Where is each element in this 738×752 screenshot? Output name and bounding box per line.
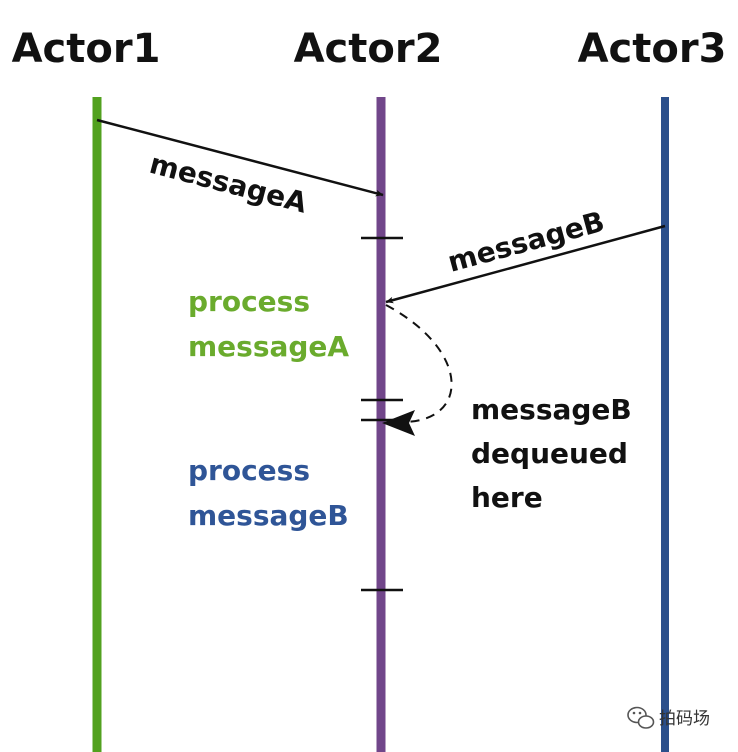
actor2-title: Actor2 <box>294 26 443 72</box>
process-b-line1: process <box>188 454 310 487</box>
message-a-label: messageA <box>146 147 311 220</box>
message-b-arrow <box>385 224 666 304</box>
dequeued-note-line3: here <box>471 481 543 514</box>
dequeued-note-line2: dequeued <box>471 437 628 470</box>
wechat-icon <box>627 706 655 729</box>
process-a-line1: process <box>188 285 310 318</box>
message-b-label: messageB <box>444 205 608 279</box>
actor3-title: Actor3 <box>578 26 727 72</box>
process-b-line2: messageB <box>188 499 349 532</box>
watermark: 拍码场 <box>627 706 710 729</box>
actor1-title: Actor1 <box>12 26 161 72</box>
process-a-line2: messageA <box>188 330 349 363</box>
message-a-arrow <box>96 118 384 197</box>
dequeued-note-line1: messageB <box>471 393 632 426</box>
watermark-text: 拍码场 <box>659 709 710 729</box>
dequeue-arrowhead <box>382 410 415 436</box>
dequeue-dashed-arrow <box>385 304 453 423</box>
